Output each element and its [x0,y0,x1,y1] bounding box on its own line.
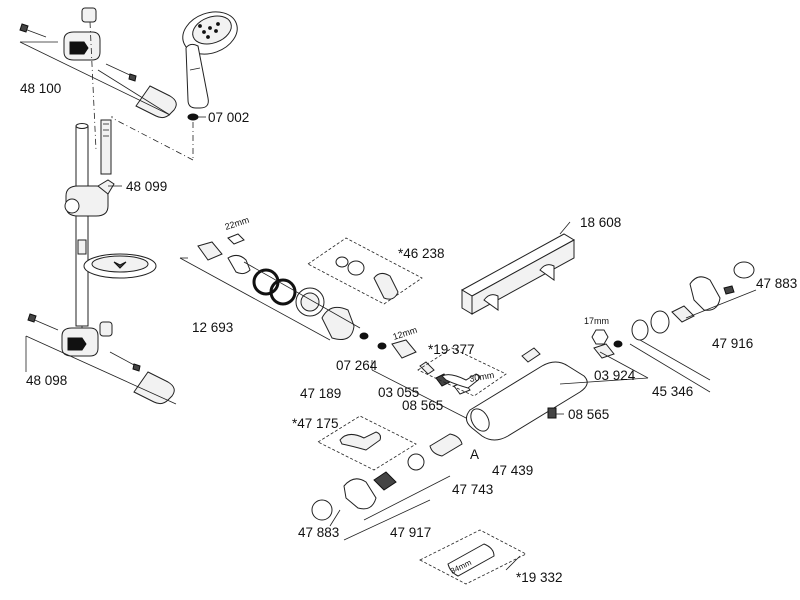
part-label-19332: *19 332 [516,570,563,585]
dimension-30mm: 30mm [469,370,495,384]
wall-bracket-top [19,7,177,151]
part-label-47916: 47 916 [712,336,753,351]
part-label-47883-b: 47 883 [298,525,339,540]
part-label-19377: *19 377 [428,342,475,357]
shelf-18608 [460,221,576,315]
part-label-03924: 03 924 [594,368,636,383]
part-label-03055: 03 055 [378,385,419,400]
dimension-12mm: 12mm [392,325,419,342]
kit-19332 [419,529,527,585]
part-label-47189: 47 189 [300,386,341,401]
part-label-08565-a: 08 565 [402,398,443,413]
wall-bracket-bottom [25,313,177,405]
part-label-07002: 07 002 [208,110,249,125]
shower-rail [64,116,157,356]
part-label-07264: 07 264 [336,358,378,373]
part-label-08565-b: 08 565 [568,407,609,422]
part-label-12693: 12 693 [192,320,233,335]
part-label-47439: 47 439 [492,463,533,478]
valve-right-parts [559,261,757,393]
mixer-body [466,347,588,441]
valve-lower-parts [311,415,463,541]
valve-left-parts [179,233,369,341]
part-label-46238: *46 238 [398,246,445,261]
part-label-47883-a: 47 883 [756,276,797,291]
part-label-47743: 47 743 [452,482,493,497]
kit-19377 [417,347,507,397]
part-label-18608: 18 608 [580,215,621,230]
washer-07002 [187,113,199,121]
part-label-48100: 48 100 [20,81,61,96]
dimension-22mm: 22mm [224,215,251,232]
part-label-47917: 47 917 [390,525,431,540]
part-label-47175: *47 175 [292,416,339,431]
kit-46238 [307,237,423,305]
part-label-45346: 45 346 [652,384,693,399]
marker-a: A [470,447,479,462]
dimension-17mm: 17mm [584,316,609,326]
valve-small-parts [371,339,471,421]
part-label-48098: 48 098 [26,373,67,388]
part-label-48099: 48 099 [126,179,167,194]
hand-shower [182,11,238,109]
